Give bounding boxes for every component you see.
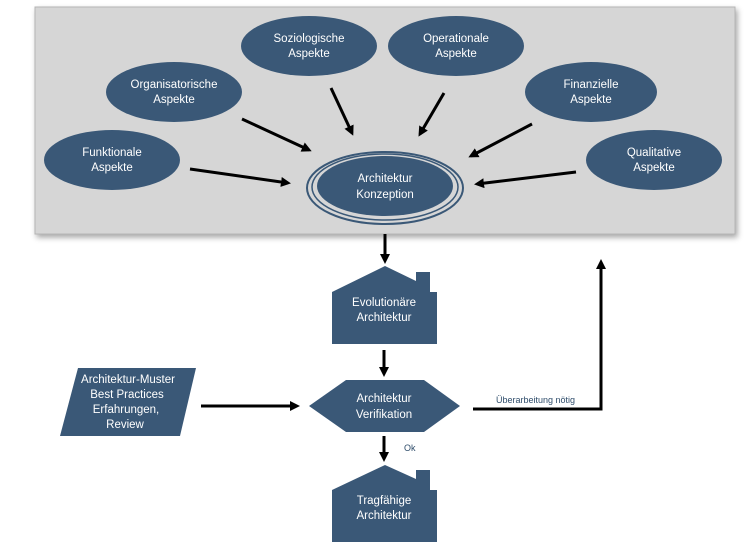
center-line2: Konzeption: [356, 189, 414, 201]
evolutionaer-line2: Architektur: [357, 312, 412, 324]
arrow-operationale: [418, 92, 446, 137]
aspect-operationale: Operationale Aspekte: [388, 16, 524, 76]
node-tragfaehig: Tragfähige Architektur: [332, 465, 437, 542]
arrow-funktionale: [189, 167, 291, 187]
aspect-funktionale-line2: Aspekte: [91, 162, 133, 174]
node-evolutionaer: Evolutionäre Architektur: [332, 266, 437, 344]
node-verifikation: Architektur Verifikation: [309, 380, 460, 432]
aspect-organisatorische: Organisatorische Aspekte: [106, 62, 242, 122]
aspect-finanzielle-line1: Finanzielle: [564, 79, 619, 91]
aspect-qualitative-line1: Qualitative: [627, 147, 681, 159]
aspect-organisatorische-line2: Aspekte: [153, 94, 195, 106]
aspect-operationale-line2: Aspekte: [435, 48, 477, 60]
aspect-qualitative: Qualitative Aspekte: [586, 130, 722, 190]
center-konzeption: Architektur Konzeption: [306, 151, 464, 225]
aspect-operationale-line1: Operationale: [423, 33, 489, 45]
inputs-line2: Best Practices: [90, 389, 164, 401]
aspect-finanzielle: Finanzielle Aspekte: [525, 62, 657, 122]
node-inputs: Architektur-Muster Best Practices Erfahr…: [60, 368, 196, 436]
aspect-funktionale: Funktionale Aspekte: [44, 130, 180, 190]
arrow-organisatorische: [241, 117, 312, 152]
aspect-soziologische-line2: Aspekte: [288, 48, 330, 60]
arrow-qualitative: [474, 170, 577, 189]
verifikation-line2: Verifikation: [356, 409, 412, 421]
aspect-finanzielle-line2: Aspekte: [570, 94, 612, 106]
inputs-line1: Architektur-Muster: [81, 374, 175, 386]
arrow-finanzielle: [468, 122, 533, 158]
center-line1: Architektur: [358, 173, 413, 185]
inputs-line3: Erfahrungen,: [93, 404, 160, 416]
tragfaehig-line1: Tragfähige: [357, 495, 412, 507]
arrow-soziologische: [329, 87, 354, 136]
inputs-line4: Review: [106, 419, 144, 431]
aspect-organisatorische-line1: Organisatorische: [131, 79, 218, 91]
aspect-soziologische-line1: Soziologische: [274, 33, 345, 45]
evolutionaer-line1: Evolutionäre: [352, 297, 416, 309]
tragfaehig-line2: Architektur: [357, 510, 412, 522]
verifikation-line1: Architektur: [357, 393, 412, 405]
label-ueberarbeitung: Überarbeitung nötig: [496, 395, 575, 405]
arrow-ueberarbeitung: [473, 259, 606, 411]
aspect-qualitative-line2: Aspekte: [633, 162, 675, 174]
aspect-funktionale-line1: Funktionale: [82, 147, 141, 159]
label-ok: Ok: [404, 443, 416, 453]
aspect-soziologische: Soziologische Aspekte: [241, 16, 377, 76]
